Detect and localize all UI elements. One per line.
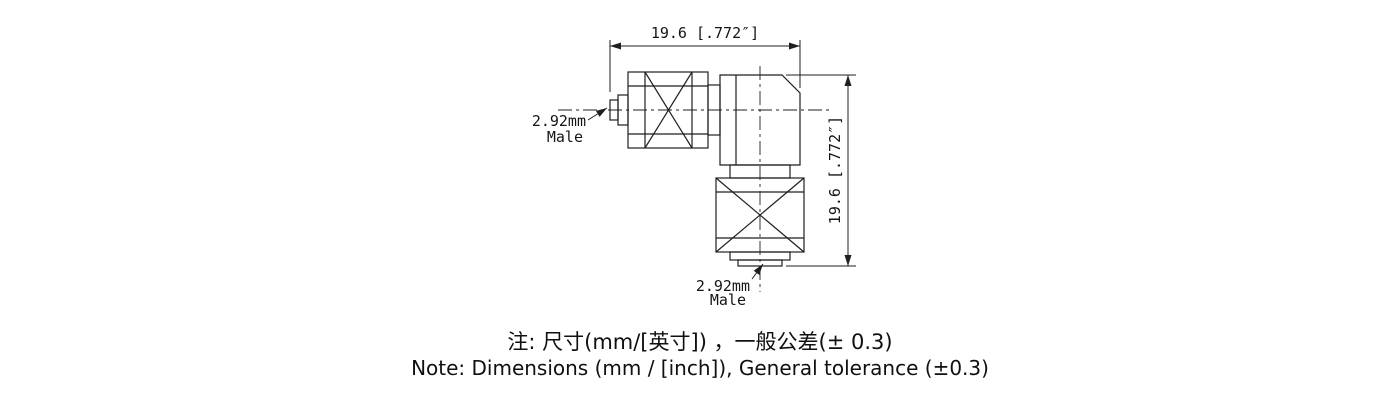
left-connector-label-gender: Male (547, 128, 583, 146)
linework (558, 66, 832, 292)
note-line-chinese: 注: 尺寸(mm/[英寸]) ，一般公差(± 0.3) (507, 330, 892, 354)
bottom-connector-label-gender: Male (710, 291, 746, 309)
angle-body-outline (719, 74, 801, 166)
dimension-annotations (587, 40, 856, 280)
bottom-connector-label-size: 2.92mm (696, 277, 750, 295)
notes: 注: 尺寸(mm/[英寸]) ，一般公差(± 0.3) Note: Dimens… (411, 330, 989, 380)
left-connector-leader-line (587, 107, 608, 121)
bottom-hex-knurl (715, 177, 805, 253)
angle-body (719, 74, 801, 166)
left-connector-label-size: 2.92mm (532, 112, 586, 130)
right-dimension-label: 19.6 [.772″] (826, 116, 844, 224)
right-dimension (786, 74, 856, 267)
bottom-connector-leader-line (751, 263, 764, 280)
centerlines (558, 66, 832, 292)
top-dimension-label: 19.6 [.772″] (651, 24, 759, 42)
note-line-english: Note: Dimensions (mm / [inch]), General … (411, 356, 989, 380)
top-dimension (609, 40, 801, 92)
